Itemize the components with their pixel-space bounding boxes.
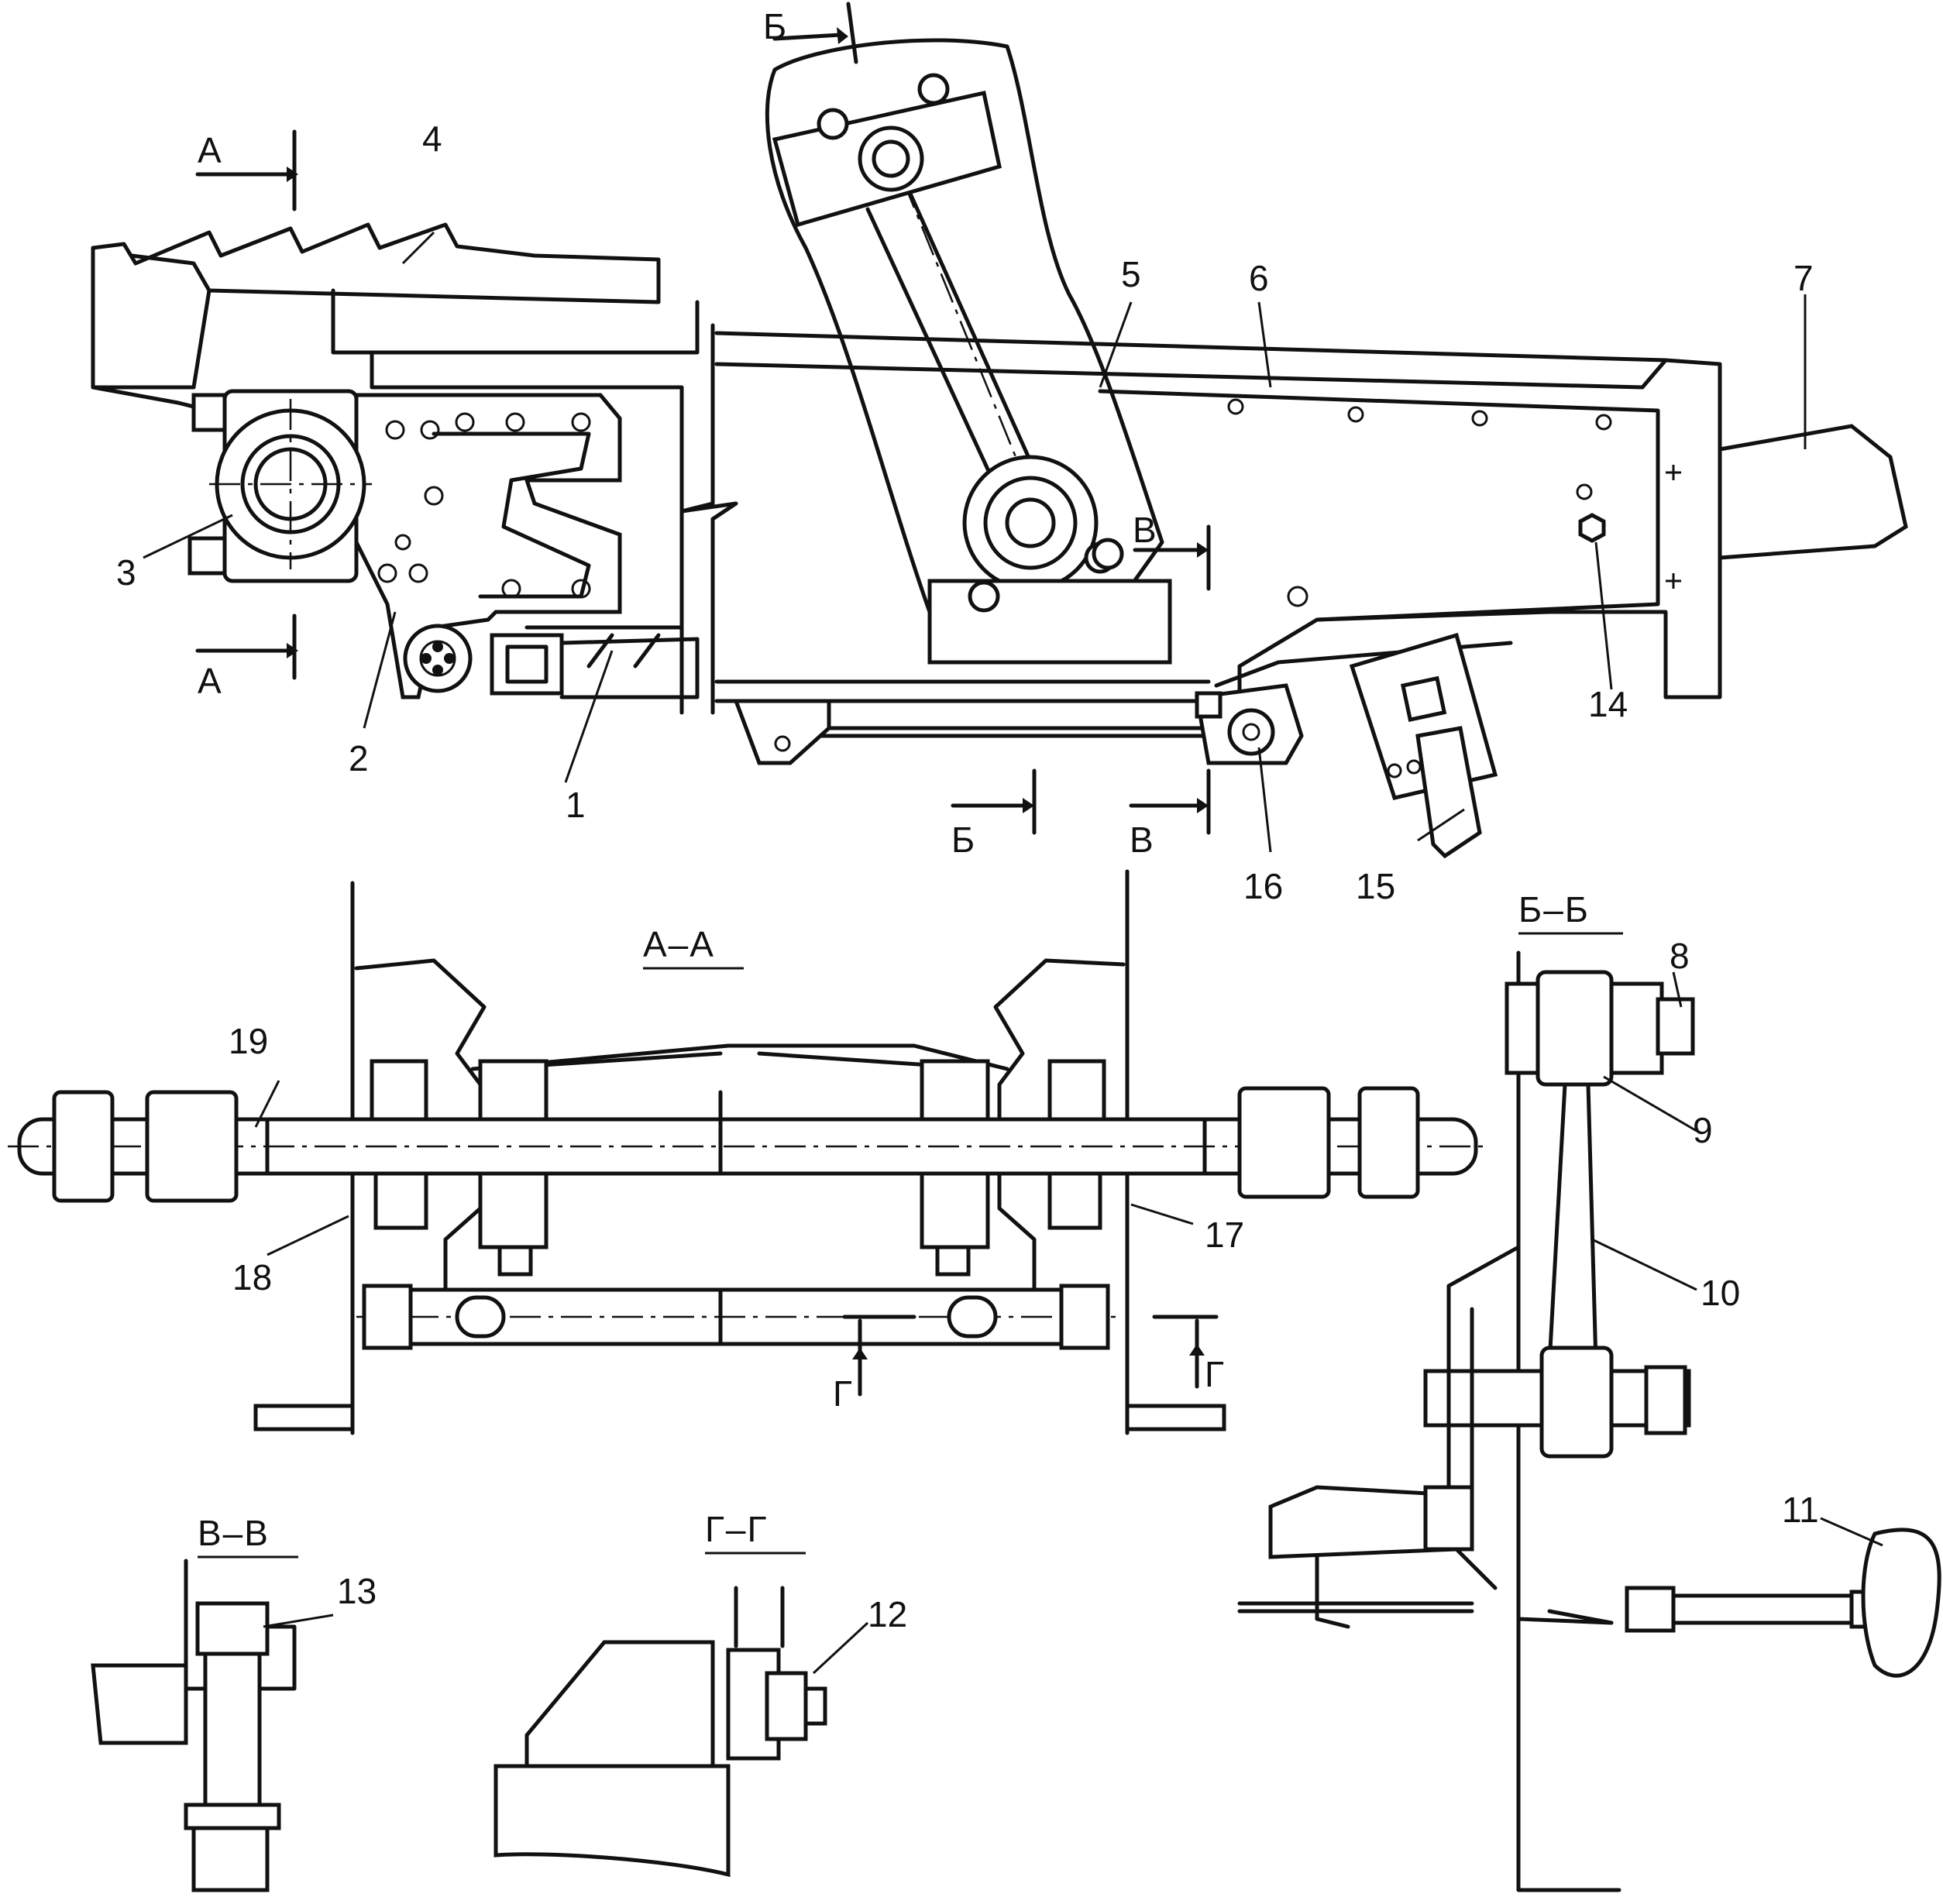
label-2: 2 xyxy=(349,738,369,778)
label-1: 1 xyxy=(566,785,586,825)
section-mark-b-bottom: Б xyxy=(951,820,976,860)
end-cap xyxy=(1718,424,1908,560)
knob-11 xyxy=(1861,1528,1941,1678)
bracket-plate xyxy=(354,393,622,699)
label-6: 6 xyxy=(1249,258,1269,298)
section-b-b xyxy=(1237,950,1941,1892)
side-view-assembly xyxy=(91,38,1908,859)
section-title-aa: А–А xyxy=(643,924,715,964)
label-19: 19 xyxy=(229,1021,268,1061)
arm-base xyxy=(927,579,1172,665)
section-markers-top: А А Б Б В В xyxy=(195,2,1211,860)
label-5: 5 xyxy=(1121,254,1141,294)
frame-left xyxy=(370,350,684,630)
section-title-gg: Г–Г xyxy=(705,1509,768,1549)
label-11: 11 xyxy=(1782,1490,1819,1530)
label-12: 12 xyxy=(868,1594,907,1634)
section-mark-g-right: Г xyxy=(1205,1354,1226,1394)
section-titles: А–А Б–Б В–В Г–Г xyxy=(198,889,1623,1559)
label-10: 10 xyxy=(1701,1273,1740,1313)
pivot-rosette xyxy=(403,624,473,693)
section-mark-g-left: Г xyxy=(833,1373,854,1414)
section-title-vv: В–В xyxy=(198,1513,270,1553)
main-frame xyxy=(714,331,1722,703)
label-8: 8 xyxy=(1670,936,1690,976)
bracket-right xyxy=(993,958,1126,1335)
bracket-holes xyxy=(377,412,591,599)
frame-holes xyxy=(1227,398,1612,607)
label-18: 18 xyxy=(232,1257,272,1297)
label-9: 9 xyxy=(1693,1110,1713,1150)
label-15: 15 xyxy=(1356,866,1395,906)
label-7: 7 xyxy=(1793,258,1814,298)
section-title-bb: Б–Б xyxy=(1518,889,1590,930)
link-10 xyxy=(1547,1082,1598,1366)
section-mark-v-top: В xyxy=(1133,510,1158,550)
section-mark-v-bottom: В xyxy=(1130,820,1155,860)
nut-14 xyxy=(1578,513,1606,543)
lower-rod xyxy=(811,726,1226,738)
section-a-a: Г Г xyxy=(8,869,1487,1435)
section-mark-a-top: А xyxy=(198,130,223,170)
arm-housing-outline xyxy=(765,38,1164,614)
section-g-g xyxy=(493,1586,827,1878)
tie-rod xyxy=(559,637,700,699)
toothed-rail xyxy=(91,222,661,390)
label-3: 3 xyxy=(116,552,136,593)
section-mark-b-top: Б xyxy=(763,6,788,46)
break-line xyxy=(679,323,738,715)
label-4: 4 xyxy=(422,119,442,159)
label-14: 14 xyxy=(1588,684,1628,724)
part-labels: 1 2 3 4 5 6 7 8 9 10 11 12 13 14 15 16 1… xyxy=(116,119,1819,1634)
leader-lines xyxy=(143,231,1883,1675)
label-13: 13 xyxy=(337,1571,377,1611)
slide-block xyxy=(490,633,564,696)
label-16: 16 xyxy=(1243,866,1283,906)
section-mark-a-bottom: А xyxy=(198,661,223,701)
label-17: 17 xyxy=(1205,1215,1244,1255)
section-v-v xyxy=(91,1559,297,1892)
arm-link xyxy=(865,191,1048,514)
